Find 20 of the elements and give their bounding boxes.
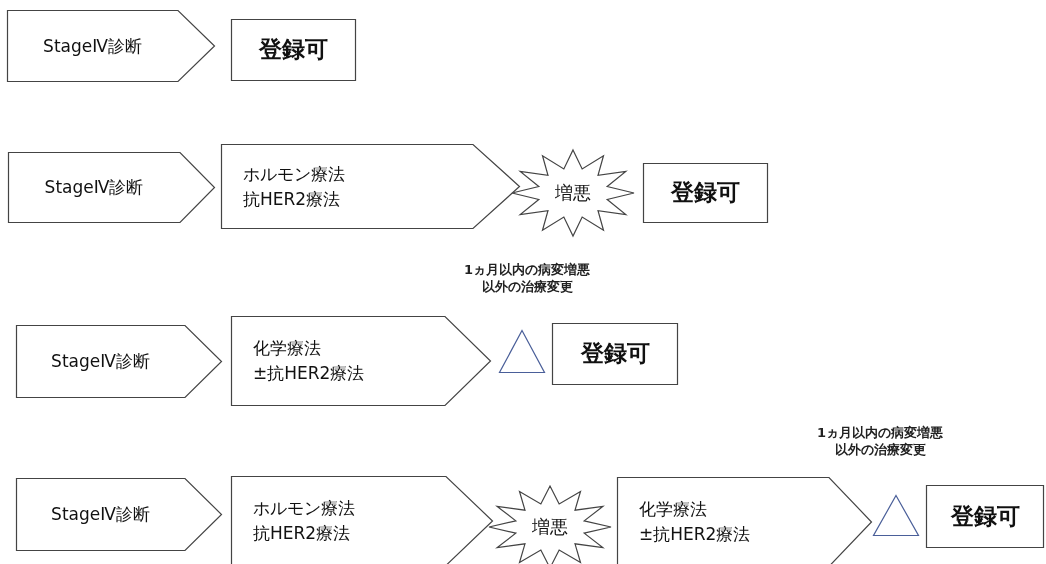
node-text: 化学療法 <box>253 337 321 361</box>
node-text: ホルモン療法 <box>253 497 355 521</box>
node-text: ホルモン療法 <box>243 162 345 186</box>
node-text: 抗HER2療法 <box>253 522 351 545</box>
node-text: StageⅣ診断 <box>51 350 150 374</box>
node-text: ±抗HER2療法 <box>639 523 751 546</box>
node-text: 登録可 <box>671 178 740 208</box>
node-text: StageⅣ診断 <box>44 176 144 200</box>
node-text: 抗HER2療法 <box>243 187 341 211</box>
node-text: 増悪 <box>532 514 568 539</box>
node-text: 登録可 <box>259 35 328 65</box>
node-text: 登録可 <box>580 339 650 369</box>
node-text: 登録可 <box>950 501 1020 531</box>
node-text: StageⅣ診断 <box>43 34 142 58</box>
node-text: 増悪 <box>555 180 591 205</box>
node-text: 化学療法 <box>639 498 707 522</box>
node-text: StageⅣ診断 <box>51 503 150 527</box>
note-text: 1ヵ月以内の病変増悪以外の治療変更 <box>815 425 944 459</box>
node-text: ±抗HER2療法 <box>253 362 365 385</box>
note-text: 1ヵ月以内の病変増悪以外の治療変更 <box>462 262 591 296</box>
